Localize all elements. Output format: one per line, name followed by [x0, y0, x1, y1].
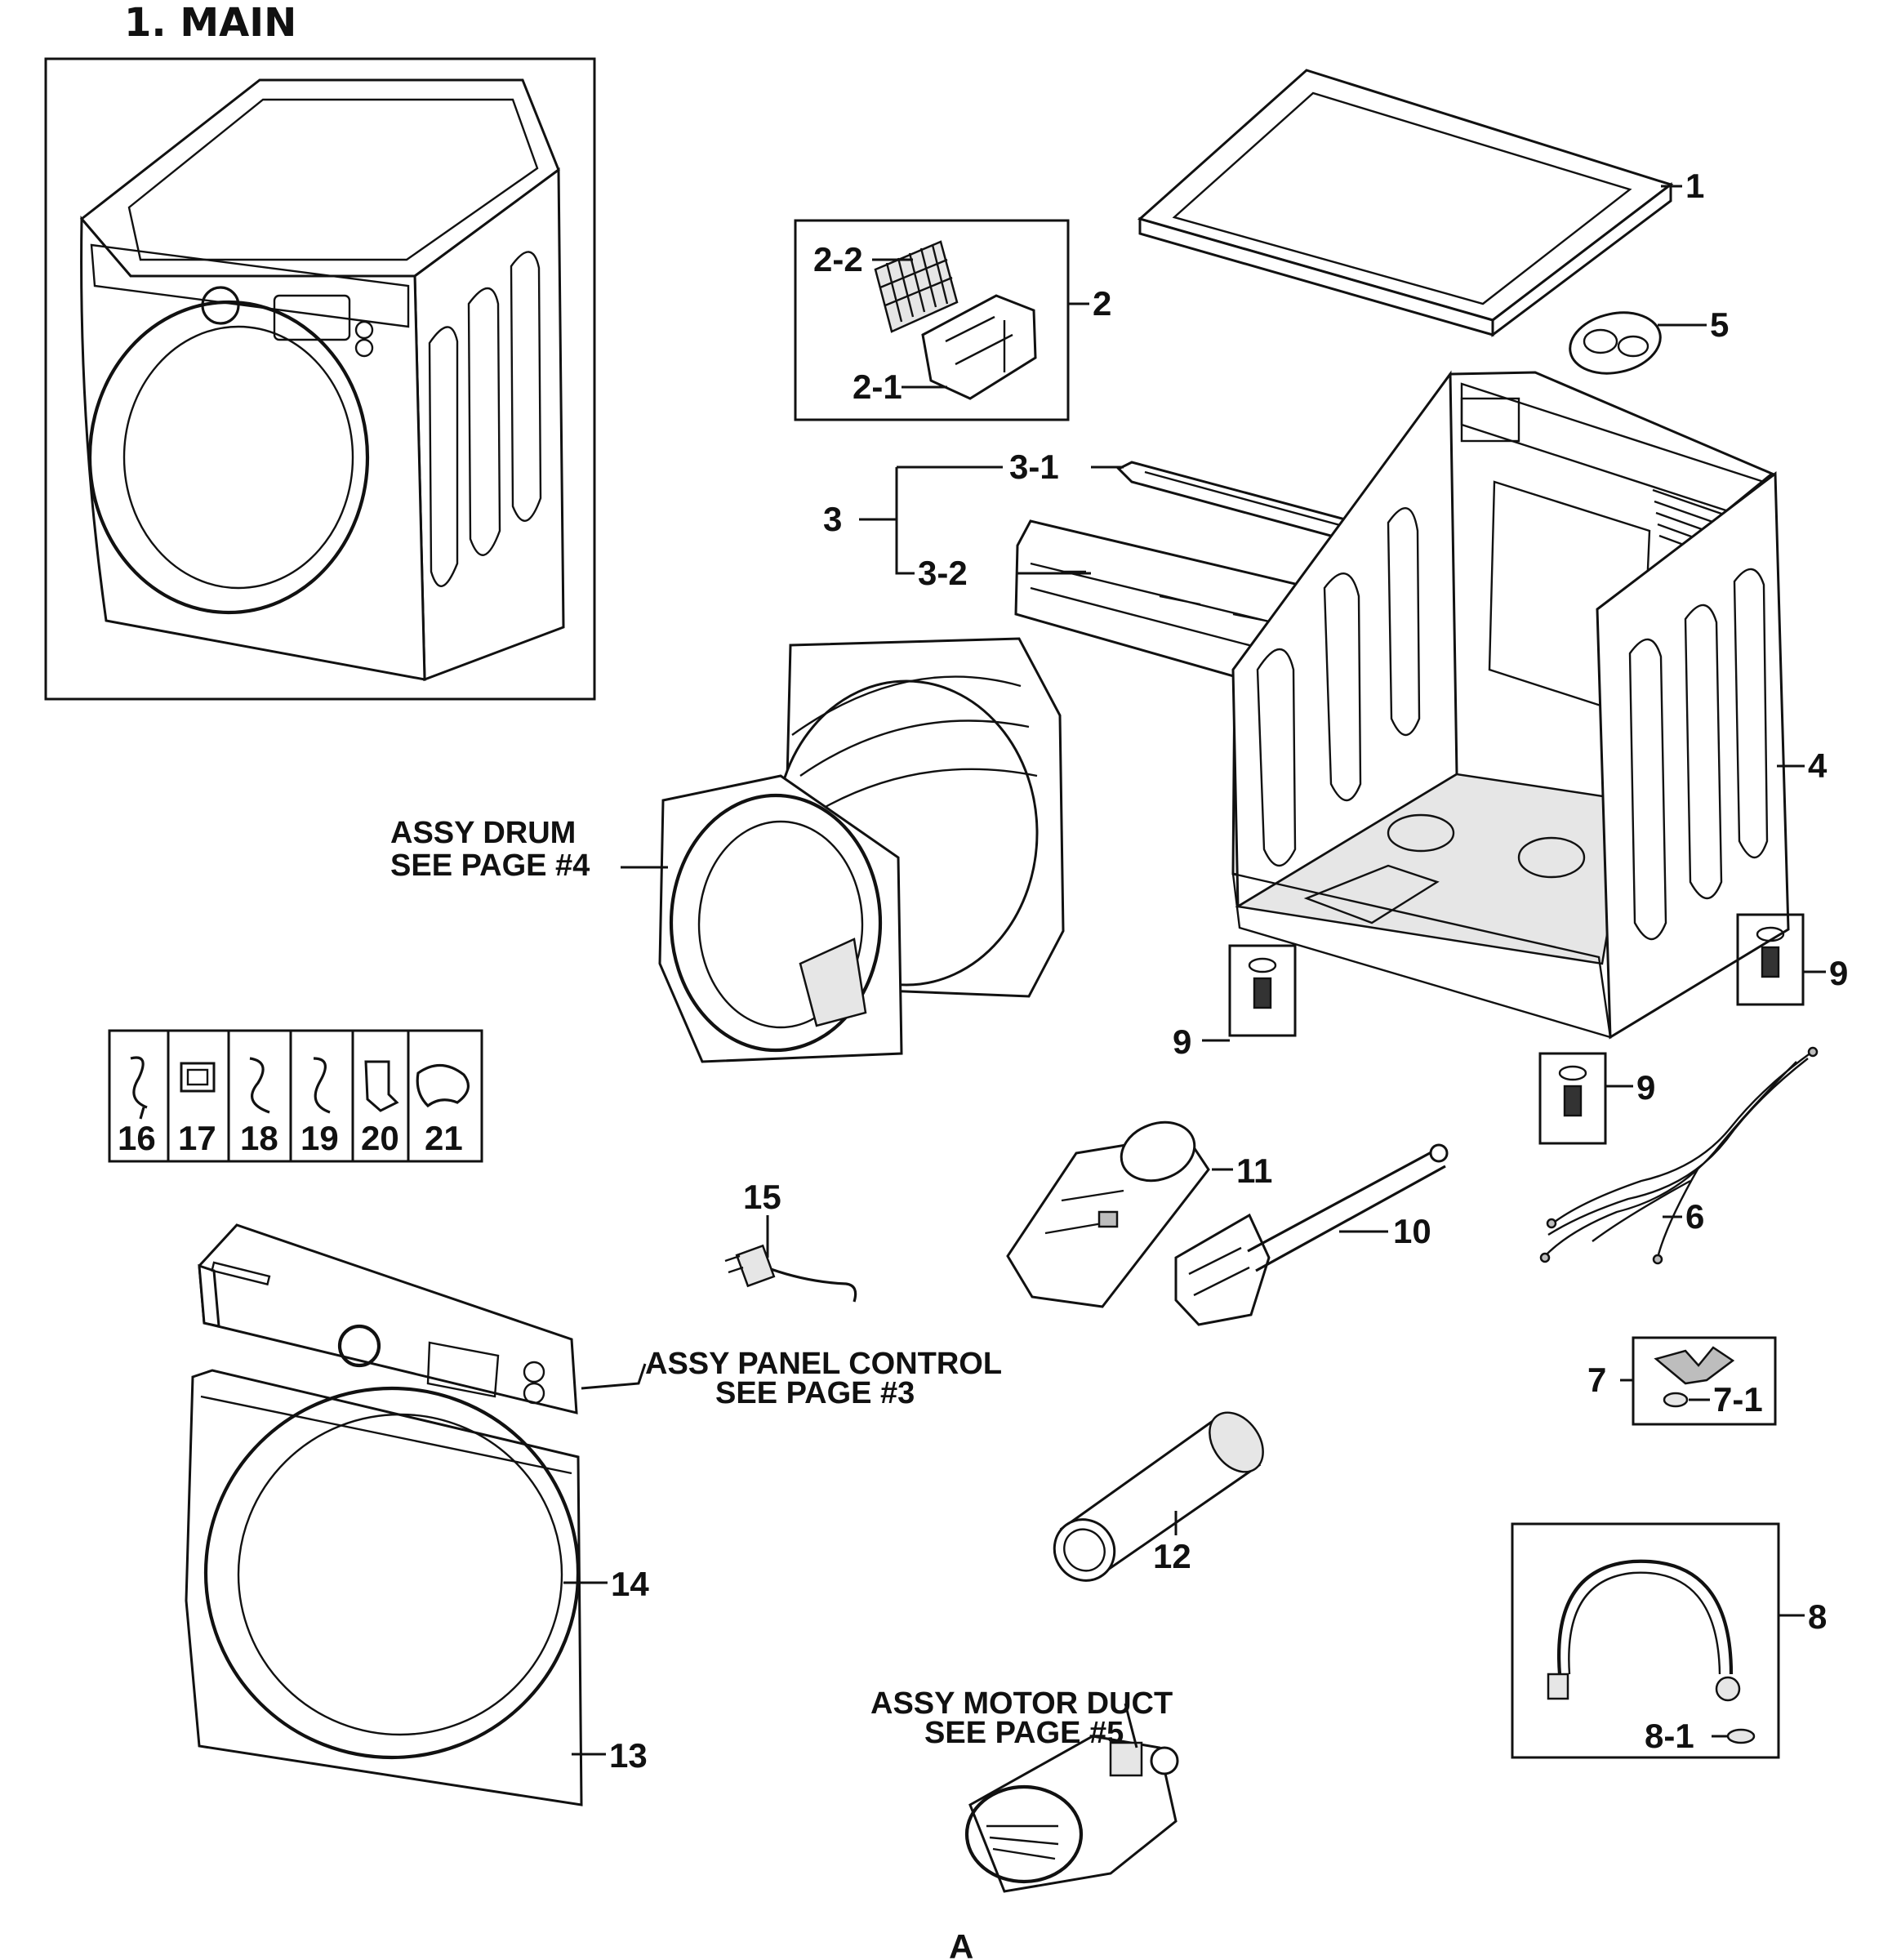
exhaust-duct-part: [1053, 1411, 1264, 1582]
callout-12: 12: [1153, 1537, 1191, 1575]
assembled-dryer-frame: [44, 57, 596, 701]
top-cover-part: [1137, 69, 1674, 338]
callout-20: 20: [361, 1119, 399, 1157]
note-drum-line2: SEE PAGE #4: [390, 849, 590, 883]
callout-1: 1: [1685, 167, 1704, 205]
clamp-parts-frame: [108, 1029, 483, 1163]
callout-2: 2: [1093, 284, 1111, 323]
callout-8-1: 8-1: [1645, 1717, 1694, 1755]
oval-trim-part: [1569, 311, 1662, 375]
callout-18: 18: [240, 1119, 278, 1157]
callout-2-1: 2-1: [853, 368, 902, 406]
front-panel-illustration: [185, 1369, 583, 1806]
callout-9-center: 9: [1636, 1068, 1655, 1107]
wire-harness-part: [1539, 1046, 1819, 1265]
callout-3-1: 3-1: [1009, 448, 1059, 486]
filter-assembly-frame: [794, 219, 1070, 421]
callout-3-2: 3-2: [918, 554, 968, 592]
callout-7: 7: [1587, 1361, 1606, 1399]
leveling-foot-box-a: [1228, 944, 1297, 1037]
callout-9-left: 9: [1173, 1022, 1191, 1061]
leveling-foot-boxes: [1228, 913, 1805, 1145]
note-motor-line1: ASSY MOTOR DUCT: [870, 1686, 1173, 1721]
control-panel-illustration: [198, 1223, 578, 1414]
callout-9-right: 9: [1829, 954, 1848, 992]
note-panel-line1: ASSY PANEL CONTROL: [645, 1347, 1002, 1381]
callout-10: 10: [1393, 1212, 1431, 1250]
note-panel-line2: SEE PAGE #3: [715, 1376, 915, 1410]
filter-box: [794, 219, 1070, 421]
clamp-parts-strip: [108, 1029, 483, 1163]
callout-17: 17: [178, 1119, 216, 1157]
cabinet-part: [1231, 370, 1790, 1040]
water-hose-box: [1511, 1522, 1780, 1759]
callout-15: 15: [743, 1178, 781, 1216]
callout-5: 5: [1710, 305, 1729, 344]
power-cord-part: [724, 1244, 857, 1303]
callout-21: 21: [425, 1119, 463, 1157]
heater-duct-part: [1006, 1120, 1210, 1308]
leveling-foot-box-b: [1736, 913, 1805, 1006]
callout-14: 14: [611, 1565, 649, 1603]
leader-lines: [563, 185, 1826, 1756]
drum-assembly-illustration: [658, 637, 1065, 1063]
note-motor-line2: SEE PAGE #5: [924, 1716, 1124, 1750]
footer-mark: A: [949, 1927, 973, 1960]
note-drum-line1: ASSY DRUM: [390, 816, 576, 850]
assembled-dryer-illustration: [44, 57, 596, 701]
callout-3: 3: [823, 500, 842, 538]
callout-7-1: 7-1: [1713, 1380, 1763, 1419]
callout-4: 4: [1808, 746, 1828, 785]
callout-6: 6: [1685, 1197, 1704, 1236]
gas-valve-part: [1174, 1143, 1449, 1326]
callout-16: 16: [118, 1119, 156, 1157]
callout-8: 8: [1808, 1597, 1827, 1636]
callout-labels: 1 2 2-2 2-1 3 3-1 3-2 4 5 6 7 7-1 8 8-1 …: [118, 167, 1848, 1960]
callout-13: 13: [609, 1736, 648, 1775]
motor-duct-illustration: [964, 1735, 1179, 1893]
water-hose-frame: [1511, 1522, 1780, 1759]
callout-11: 11: [1236, 1152, 1272, 1190]
callout-2-2: 2-2: [813, 240, 863, 278]
page-title: 1. MAIN: [124, 0, 296, 46]
leveling-foot-box-c: [1538, 1052, 1607, 1145]
callout-19: 19: [301, 1119, 339, 1157]
